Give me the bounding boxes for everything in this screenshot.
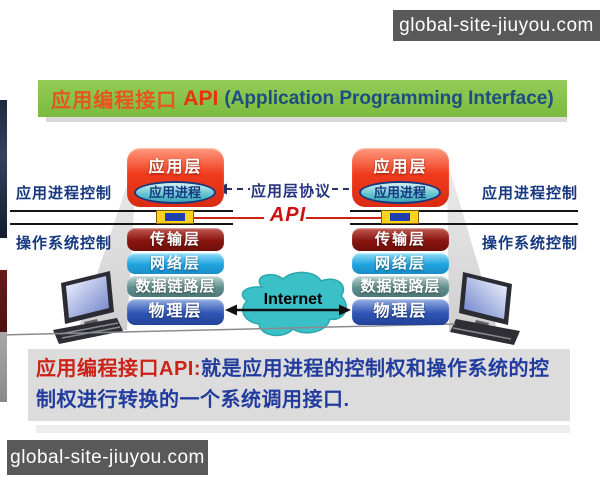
computer-right-icon: [0, 272, 520, 345]
api-label: API: [269, 204, 307, 226]
left-os-control-label: 操作系统控制: [16, 235, 113, 252]
arrowhead-right-icon: [339, 304, 351, 316]
right-api-socket-icon: [381, 210, 419, 224]
api-definition-note: 应用编程接口API:就是应用进程的控制权和操作系统的控制权进行转换的一个系统调用…: [28, 349, 570, 421]
title-chinese: 应用编程接口: [51, 90, 178, 112]
right-app-process-ellipse: 应用进程: [359, 181, 441, 204]
left-datalink-layer-box: 数据链路层: [127, 276, 224, 297]
right-physical-layer-box: 物理层: [352, 299, 449, 325]
right-transport-layer-box: 传输层: [352, 228, 449, 251]
watermark-text: global-site-jiuyou.com: [10, 446, 205, 468]
right-datalink-layer-box: 数据链路层: [352, 276, 449, 297]
title-shadow: [46, 117, 567, 122]
note-bottom-strip: [36, 425, 570, 433]
physical-link-arrow: [225, 304, 351, 316]
left-photo-strip-navy: [0, 100, 7, 238]
left-physical-layer-box: 物理层: [127, 299, 224, 325]
app-process-label: 应用进程: [148, 185, 201, 200]
title-api: API: [183, 86, 219, 110]
app-layer-protocol-label: 应用层协议: [250, 183, 331, 200]
left-app-process-control-label: 应用进程控制: [16, 185, 113, 202]
left-transport-layer-box: 传输层: [127, 228, 224, 251]
right-network-layer-box: 网络层: [352, 253, 449, 274]
left-api-socket-icon: [156, 210, 194, 224]
watermark-bottom: global-site-jiuyou.com: [7, 440, 208, 475]
arrowhead-left-icon: [225, 304, 237, 316]
computer-left-icon: [53, 271, 123, 344]
title-english: (Application Programming Interface): [224, 87, 554, 109]
left-app-process-ellipse: 应用进程: [134, 181, 216, 204]
right-app-process-control-label: 应用进程控制: [481, 185, 578, 202]
slide-title: 应用编程接口 API (Application Programming Inte…: [38, 80, 567, 117]
left-network-layer-box: 网络层: [127, 253, 224, 274]
watermark-top: global-site-jiuyou.com: [393, 10, 600, 41]
left-photo-strip-gray: [0, 332, 7, 402]
app-process-label: 应用进程: [373, 185, 426, 200]
note-body: 就是应用进程的控制权和操作系统的控制权进行转换的一个系统调用接口.: [36, 358, 550, 411]
right-os-control-label: 操作系统控制: [481, 235, 578, 252]
application-layer-label: 应用层: [148, 159, 203, 176]
socket-pin-icon: [390, 213, 410, 221]
note-highlight: 应用编程接口API:: [36, 358, 201, 380]
watermark-text: global-site-jiuyou.com: [399, 14, 594, 36]
left-photo-strip-red: [0, 270, 7, 332]
application-layer-label: 应用层: [373, 159, 428, 176]
socket-pin-icon: [165, 213, 185, 221]
internet-label: Internet: [263, 291, 323, 308]
